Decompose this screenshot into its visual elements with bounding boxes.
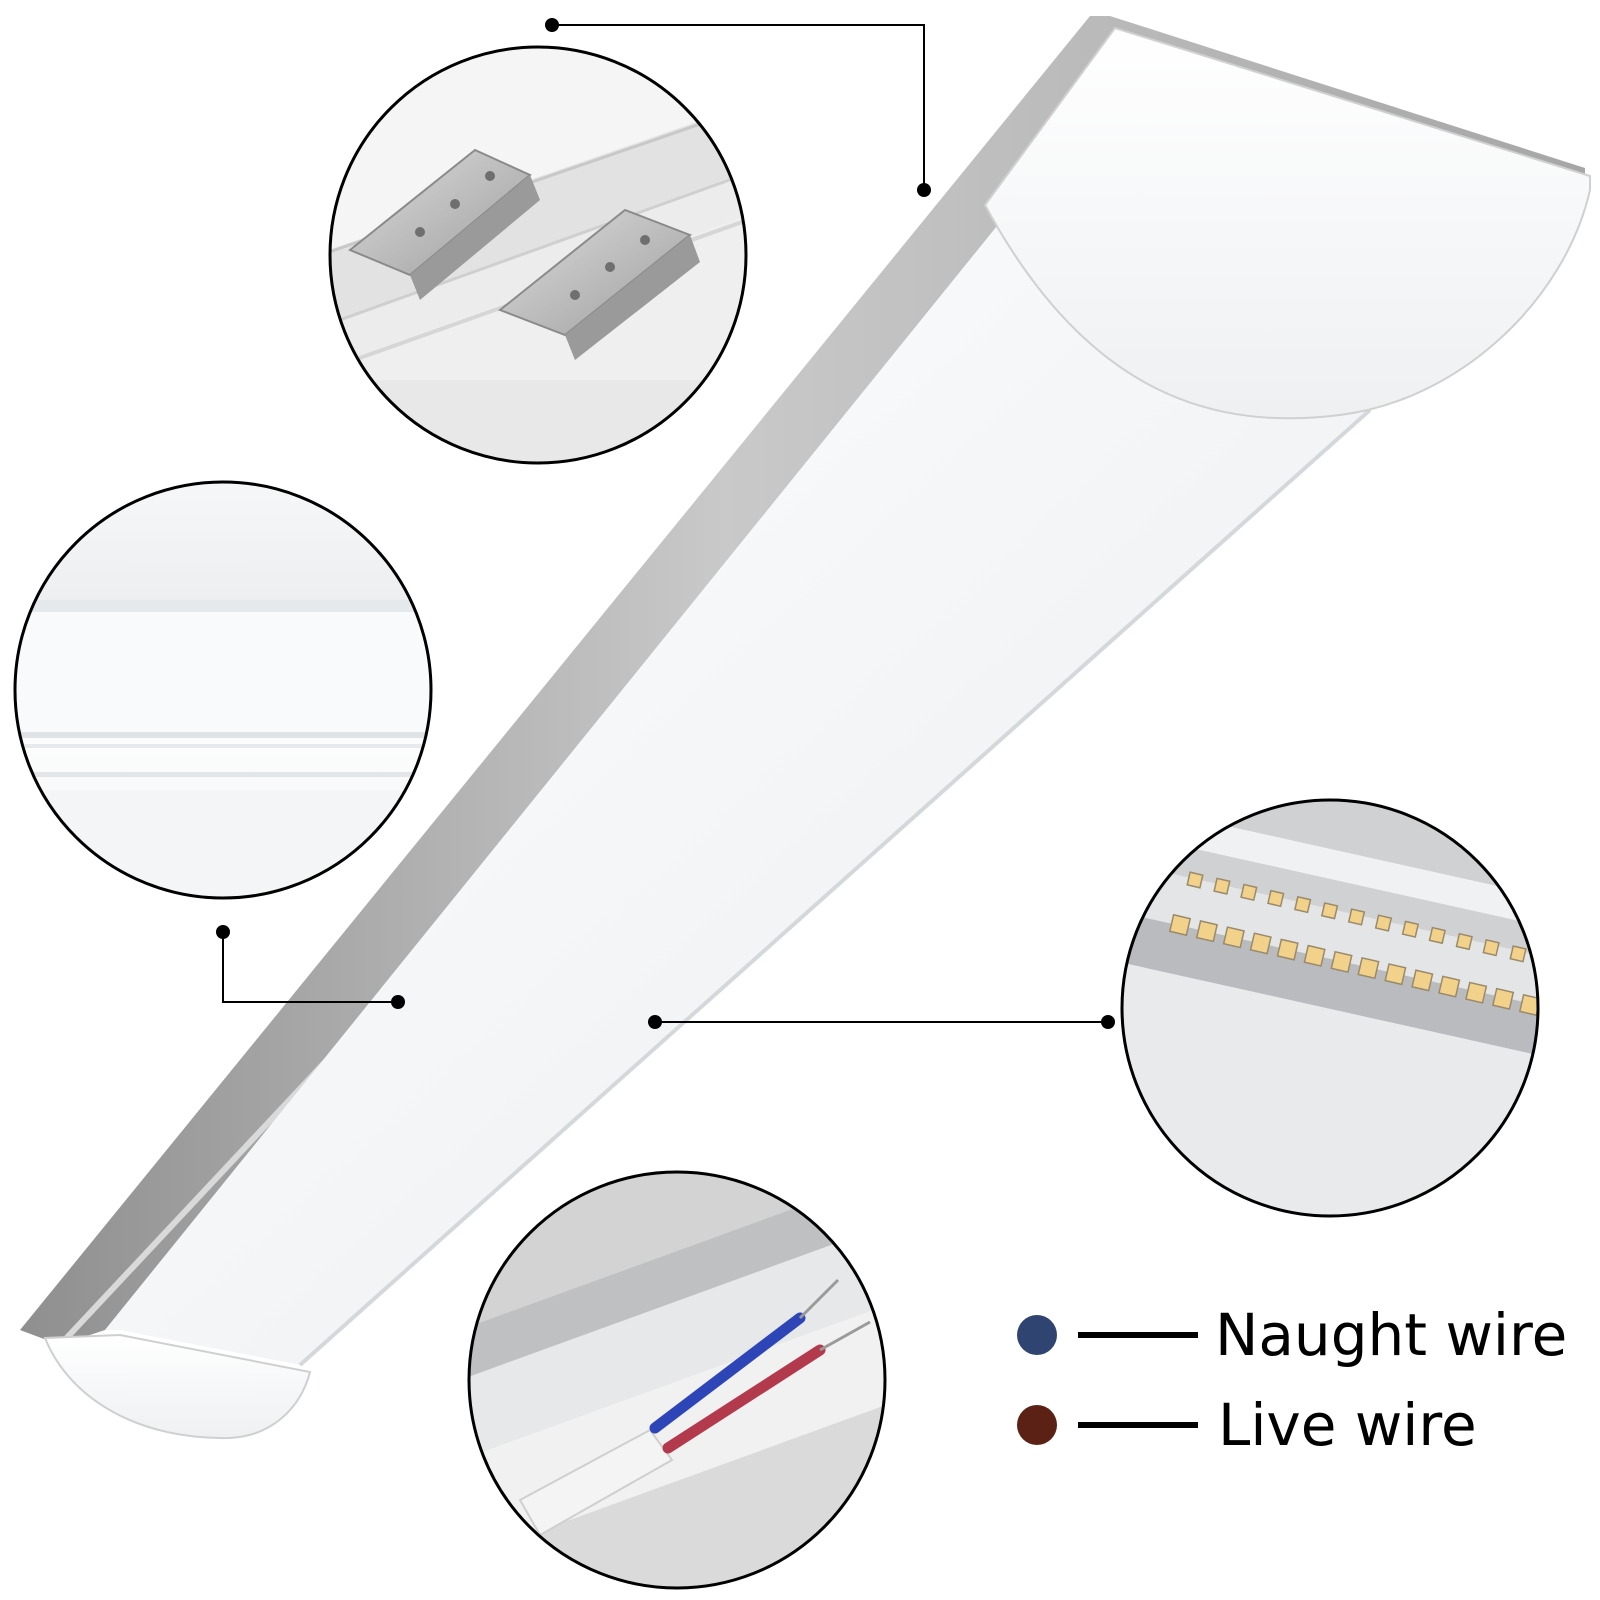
callout-dot	[1101, 1015, 1115, 1029]
led-chip	[1411, 969, 1434, 992]
end-cap-top	[983, 26, 1591, 420]
detail-circle-wiring	[467, 1170, 887, 1590]
led-chip	[1249, 932, 1272, 955]
diffuser-edge	[298, 408, 1372, 1367]
led-chip	[1195, 920, 1219, 943]
callout-dot	[648, 1015, 662, 1029]
led-chip	[1374, 914, 1393, 932]
detail-circle-led-strip	[1120, 798, 1540, 1218]
led-chip	[1482, 938, 1500, 957]
led-chip	[1357, 956, 1380, 980]
live-wire-swatch	[1017, 1405, 1057, 1445]
led-chip	[1213, 877, 1231, 895]
led-chip	[1428, 926, 1447, 945]
led-chip-row	[1186, 871, 1538, 969]
naught-wire-swatch	[1017, 1315, 1057, 1355]
led-chip	[1293, 895, 1312, 914]
led-chip	[1276, 938, 1299, 961]
naught-wire-label: Naught wire	[1215, 1301, 1567, 1369]
cable-sleeve	[518, 1428, 674, 1537]
legend-item-live-wire: Live wire	[1017, 1391, 1477, 1459]
callout-lines	[216, 18, 1115, 1029]
end-cap-bottom	[43, 1333, 312, 1440]
callout-dot	[545, 18, 559, 32]
detail-circle-mounting-brackets	[328, 45, 748, 465]
led-chip	[1222, 926, 1245, 949]
led-chip	[1438, 975, 1461, 998]
fixture-diffuser	[105, 210, 1370, 1365]
led-chip	[1465, 981, 1488, 1004]
live-wire-label: Live wire	[1218, 1391, 1477, 1459]
legend-item-naught-wire: Naught wire	[1017, 1301, 1567, 1369]
led-chip	[1330, 950, 1353, 974]
led-chip	[1491, 987, 1515, 1010]
led-chip	[1320, 902, 1339, 920]
callout-dot	[917, 183, 931, 197]
led-chip	[1240, 883, 1258, 902]
wire-legend: Naught wire Live wire	[1017, 1301, 1567, 1459]
live-wire-detail	[662, 1344, 826, 1454]
led-chip	[1168, 913, 1192, 937]
led-chip	[1347, 908, 1366, 926]
led-chip	[1303, 944, 1326, 967]
led-chip	[1518, 993, 1538, 1017]
callout-dot	[391, 995, 405, 1009]
naught-wire-detail	[649, 1312, 806, 1434]
led-chip	[1509, 945, 1527, 963]
led-chip	[1384, 963, 1407, 986]
led-chip-row	[1168, 913, 1538, 1017]
detail-circle-diffuser	[13, 480, 433, 900]
led-chip	[1536, 951, 1538, 969]
led-chip	[1455, 932, 1473, 951]
led-chip	[1401, 920, 1420, 938]
callout-dot	[216, 925, 230, 939]
led-chip	[1186, 871, 1204, 889]
light-fixture	[20, 16, 1591, 1440]
led-chip	[1267, 889, 1285, 908]
